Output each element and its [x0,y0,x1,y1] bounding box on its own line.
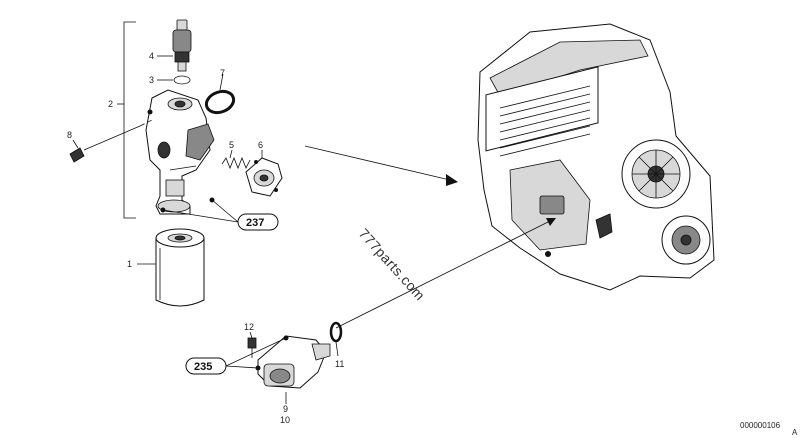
reference-237-callout [162,199,279,231]
spring-part [221,149,251,170]
callout-4: 4 [149,51,154,61]
engine-assembly [477,23,715,291]
thermostat-housing-part [255,335,331,404]
o-ring-11-part [329,321,343,357]
screw-part [247,331,257,358]
callout-3: 3 [149,75,154,85]
pressure-sensor-part [157,19,192,72]
reference-235-label: 235 [194,361,212,373]
callout-12: 12 [244,322,254,332]
cylinder-fins [499,85,591,157]
callout-5: 5 [229,140,234,150]
callout-1: 1 [127,259,132,269]
corner-mark: A [792,428,798,437]
o-ring-small-part [157,75,191,85]
callout-11: 11 [335,359,344,369]
filter-head-housing-part [145,89,215,215]
mounting-leader-arrow [546,218,556,226]
o-ring-large-part [204,73,236,115]
reference-235-callout [185,337,287,375]
bolt-part [69,119,153,163]
callout-6: 6 [258,140,263,150]
filter-cartridge-part [137,228,205,307]
callout-8: 8 [67,130,72,140]
assembly-arrow [304,145,458,186]
crank-pulley [661,215,711,265]
watermark-text: 777parts.com [356,225,429,303]
callout-2: 2 [108,99,113,109]
assembly-bracket-2 [117,21,136,219]
drawing-code: 000000106 [740,421,781,430]
callout-9: 9 [283,404,288,414]
callout-7: 7 [220,68,225,78]
cooling-fan [621,139,691,209]
callout-10: 10 [280,415,290,425]
reference-237-label: 237 [246,217,264,229]
cover-plate-part [245,150,283,197]
mounting-leader-line [335,219,553,329]
